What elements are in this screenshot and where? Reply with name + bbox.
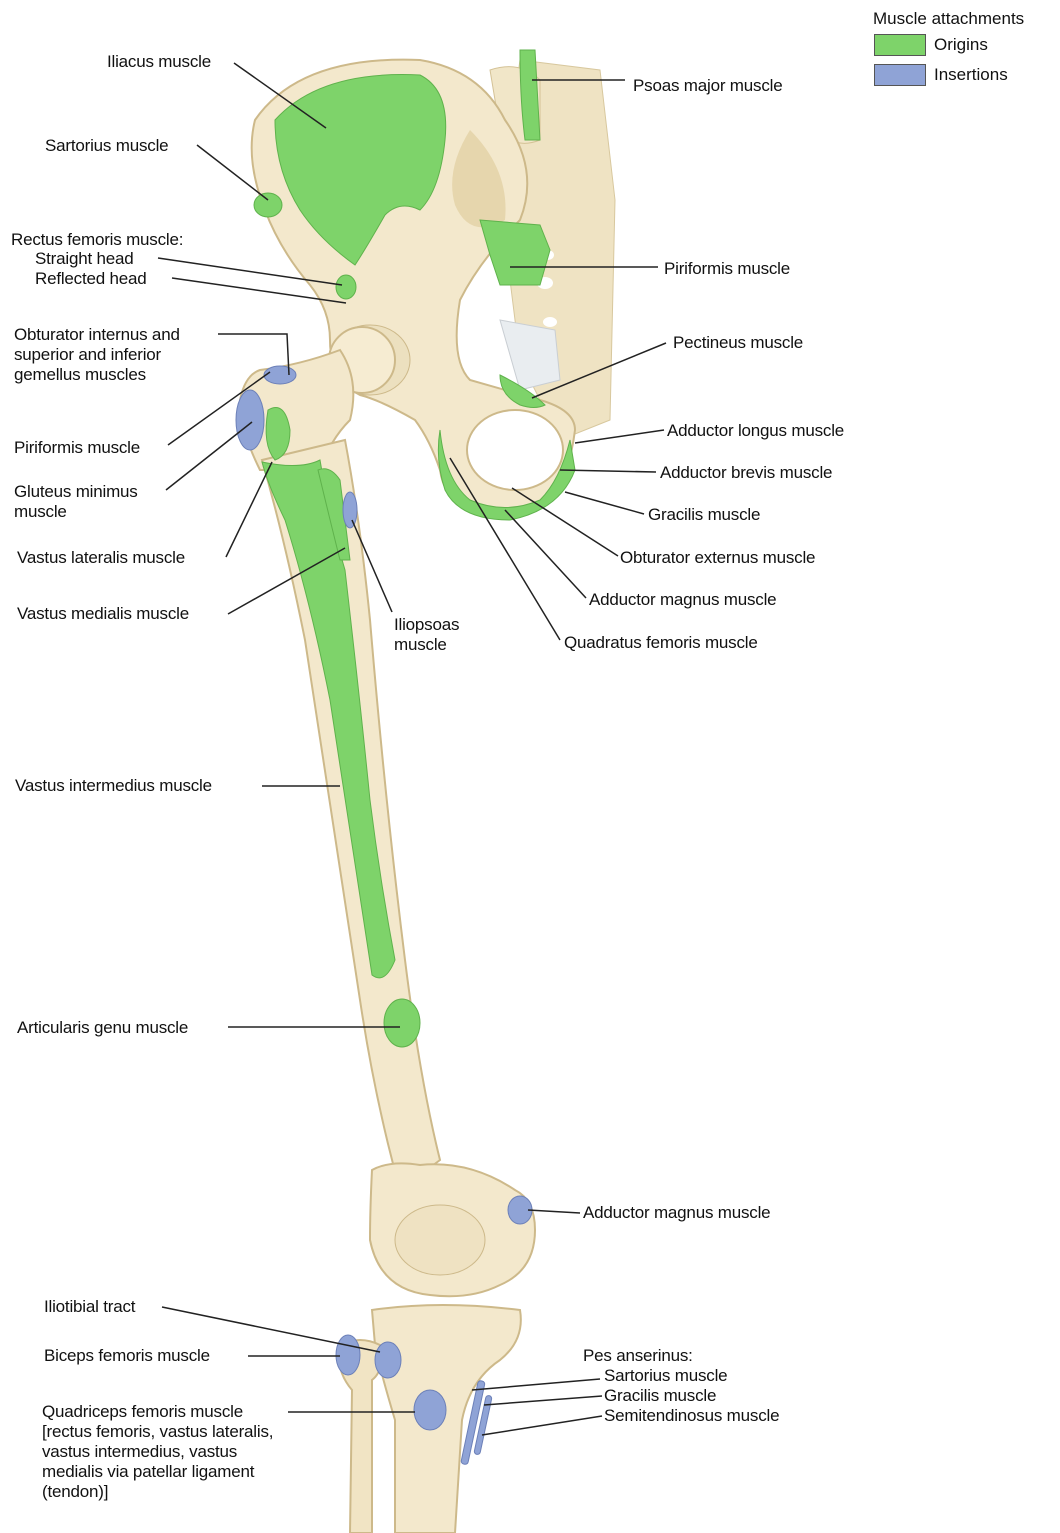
label-gracilis-top: Gracilis muscle (648, 505, 760, 525)
label-sartorius-top: Sartorius muscle (45, 136, 168, 156)
quadriceps-insertion (414, 1390, 446, 1430)
label-quadriceps-femoris: Quadriceps femoris muscle [rectus femori… (42, 1402, 297, 1502)
label-straight-head: Straight head (35, 249, 134, 269)
legend-title: Muscle attachments (873, 9, 1024, 29)
label-iliopsoas: Iliopsoas muscle (394, 615, 479, 655)
iliotibial-insertion (375, 1342, 401, 1378)
label-adductor-magnus-top: Adductor magnus muscle (589, 590, 776, 610)
label-sartorius-bottom: Sartorius muscle (604, 1366, 727, 1386)
label-pectineus: Pectineus muscle (673, 333, 803, 353)
label-reflected-head: Reflected head (35, 269, 147, 289)
label-adductor-longus: Adductor longus muscle (667, 421, 844, 441)
label-piriformis-right: Piriformis muscle (664, 259, 790, 279)
label-adductor-brevis: Adductor brevis muscle (660, 463, 832, 483)
label-gracilis-bottom: Gracilis muscle (604, 1386, 716, 1406)
label-iliotibial-tract: Iliotibial tract (44, 1297, 135, 1317)
articularis-genu-origin (384, 999, 420, 1047)
iliopsoas-insertion (343, 492, 357, 528)
label-gluteus-minimus: Gluteus minimus muscle (14, 482, 169, 522)
label-semitendinosus: Semitendinosus muscle (604, 1406, 779, 1426)
label-biceps-femoris: Biceps femoris muscle (44, 1346, 210, 1366)
label-iliacus: Iliacus muscle (107, 52, 211, 72)
gluteus-medius-insertion (236, 390, 264, 450)
biceps-femoris-insertion (336, 1335, 360, 1375)
piriformis-origin (480, 220, 550, 285)
legend-origins-label: Origins (934, 35, 988, 55)
legend-insertions-swatch (874, 64, 926, 86)
label-vastus-intermedius: Vastus intermedius muscle (15, 776, 212, 796)
label-vastus-medialis: Vastus medialis muscle (17, 604, 189, 624)
label-pes-anserinus: Pes anserinus: (583, 1346, 693, 1366)
label-rectus-femoris: Rectus femoris muscle: (11, 230, 183, 250)
sartorius-origin (254, 193, 282, 217)
label-articularis-genu: Articularis genu muscle (17, 1018, 188, 1038)
label-psoas-major: Psoas major muscle (633, 76, 782, 96)
label-vastus-lateralis: Vastus lateralis muscle (17, 548, 185, 568)
legend-insertions-label: Insertions (934, 65, 1008, 85)
label-adductor-magnus-knee: Adductor magnus muscle (583, 1203, 770, 1223)
label-obturator-internus: Obturator internus and superior and infe… (14, 325, 224, 385)
label-obturator-externus: Obturator externus muscle (620, 548, 815, 568)
rectus-straight-origin (336, 275, 356, 299)
label-quadratus-femoris: Quadratus femoris muscle (564, 633, 758, 653)
obturator-internus-insertion (264, 366, 296, 384)
legend-origins-swatch (874, 34, 926, 56)
label-piriformis-left: Piriformis muscle (14, 438, 140, 458)
